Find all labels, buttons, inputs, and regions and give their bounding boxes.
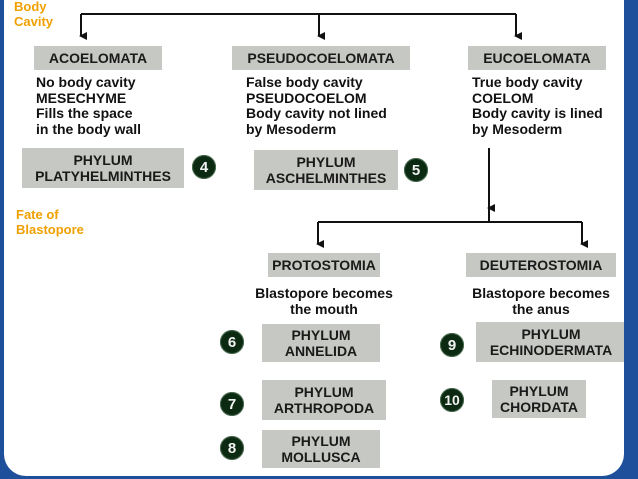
acoelomata-line: in the body wall (36, 120, 142, 137)
eucoelomata-line: Body cavity is lined (472, 105, 603, 121)
phylum-7-line1: PHYLUM (294, 384, 354, 400)
pseudocoelomata-line: PSEUDOCOELOM (246, 89, 367, 106)
number-badge-6: 6 (220, 330, 244, 354)
acoelomata-line: MESECHYME (36, 89, 127, 106)
phylum-5-line2: ASCHELMINTHES (265, 170, 387, 186)
acoelomata-box: ACOELOMATA (34, 46, 162, 70)
number-badge-10-text: 10 (444, 392, 460, 408)
connector-lines (79, 13, 588, 248)
phylum-5-box: PHYLUM ASCHELMINTHES (254, 150, 398, 190)
number-badge-10: 10 (440, 388, 464, 412)
phylum-10-box: PHYLUM CHORDATA (492, 380, 586, 418)
phylum-7-box: PHYLUM ARTHROPODA (262, 380, 386, 420)
slide: Body Cavity Fate of Blastopore ACOELOMAT… (4, 0, 624, 476)
fate-of-blastopore-label: Fate of Blastopore (16, 207, 84, 237)
acoelomata-description: No body cavity MESECHYME Fills the space… (36, 74, 142, 137)
eucoelomata-line: True body cavity (472, 74, 583, 90)
body-cavity-label: Body Cavity (14, 0, 53, 29)
body-cavity-label-line2: Cavity (14, 14, 54, 29)
acoelomata-line: No body cavity (36, 74, 136, 90)
eucoelomata-line: by Mesoderm (472, 120, 563, 137)
number-badge-8: 8 (220, 436, 244, 460)
protostomia-description: Blastopore becomes the mouth (254, 285, 394, 317)
phylum-6-line1: PHYLUM (291, 327, 351, 343)
number-badge-6-text: 6 (227, 333, 237, 351)
deuterostomia-title: DEUTEROSTOMIA (479, 257, 603, 273)
phylum-4-line2: PLATYHELMINTHES (35, 168, 171, 184)
number-badge-4: 4 (192, 155, 216, 179)
phylum-5-line1: PHYLUM (296, 154, 356, 170)
phylum-9-line1: PHYLUM (521, 326, 581, 342)
number-badge-7-text: 7 (227, 395, 237, 413)
phylum-7-line2: ARTHROPODA (273, 400, 375, 416)
deuterostomia-description: Blastopore becomes the anus (466, 285, 616, 317)
phylum-8-box: PHYLUM MOLLUSCA (262, 430, 380, 468)
acoelomata-title: ACOELOMATA (48, 50, 148, 66)
number-badge-5-text: 5 (411, 161, 421, 179)
phylum-10-line2: CHORDATA (499, 399, 579, 415)
pseudocoelomata-line: False body cavity (246, 74, 363, 90)
pseudocoelomata-title: PSEUDOCOELOMATA (247, 50, 395, 66)
protostomia-box: PROTOSTOMIA (268, 253, 380, 277)
pseudocoelomata-description: False body cavity PSEUDOCOELOM Body cavi… (246, 74, 387, 137)
protostomia-line: the mouth (290, 300, 358, 317)
phylum-6-box: PHYLUM ANNELIDA (262, 324, 380, 362)
fate-label-line2: Blastopore (16, 222, 84, 237)
phylum-8-line1: PHYLUM (291, 433, 351, 449)
deuterostomia-line: the anus (512, 300, 570, 317)
fate-label-line1: Fate of (16, 207, 59, 222)
eucoelomata-line: COELOM (472, 89, 534, 106)
eucoelomata-title: EUCOELOMATA (483, 50, 591, 66)
deuterostomia-line: Blastopore becomes (472, 285, 610, 301)
number-badge-7: 7 (220, 392, 244, 416)
number-badge-4-text: 4 (199, 158, 209, 176)
body-cavity-label-line1: Body (14, 0, 47, 14)
phylum-4-box: PHYLUM PLATYHELMINTHES (22, 148, 184, 188)
protostomia-title: PROTOSTOMIA (272, 257, 376, 273)
phylum-8-line2: MOLLUSCA (281, 449, 361, 465)
pseudocoelomata-box: PSEUDOCOELOMATA (232, 46, 410, 70)
phylum-10-line1: PHYLUM (509, 383, 569, 399)
phylum-9-line2: ECHINODERMATA (489, 342, 613, 358)
number-badge-8-text: 8 (227, 439, 237, 457)
phylum-9-box: PHYLUM ECHINODERMATA (476, 322, 624, 362)
phylum-4-line1: PHYLUM (73, 152, 133, 168)
number-badge-9-text: 9 (447, 336, 457, 354)
deuterostomia-box: DEUTEROSTOMIA (466, 253, 616, 277)
phylum-6-line2: ANNELIDA (284, 343, 358, 359)
number-badge-9: 9 (440, 333, 464, 357)
acoelomata-line: Fills the space (36, 105, 133, 121)
pseudocoelomata-line: Body cavity not lined (246, 105, 387, 121)
eucoelomata-description: True body cavity COELOM Body cavity is l… (472, 74, 603, 137)
protostomia-line: Blastopore becomes (255, 285, 393, 301)
pseudocoelomata-line: by Mesoderm (246, 120, 337, 137)
eucoelomata-box: EUCOELOMATA (468, 46, 606, 70)
number-badge-5: 5 (404, 158, 428, 182)
